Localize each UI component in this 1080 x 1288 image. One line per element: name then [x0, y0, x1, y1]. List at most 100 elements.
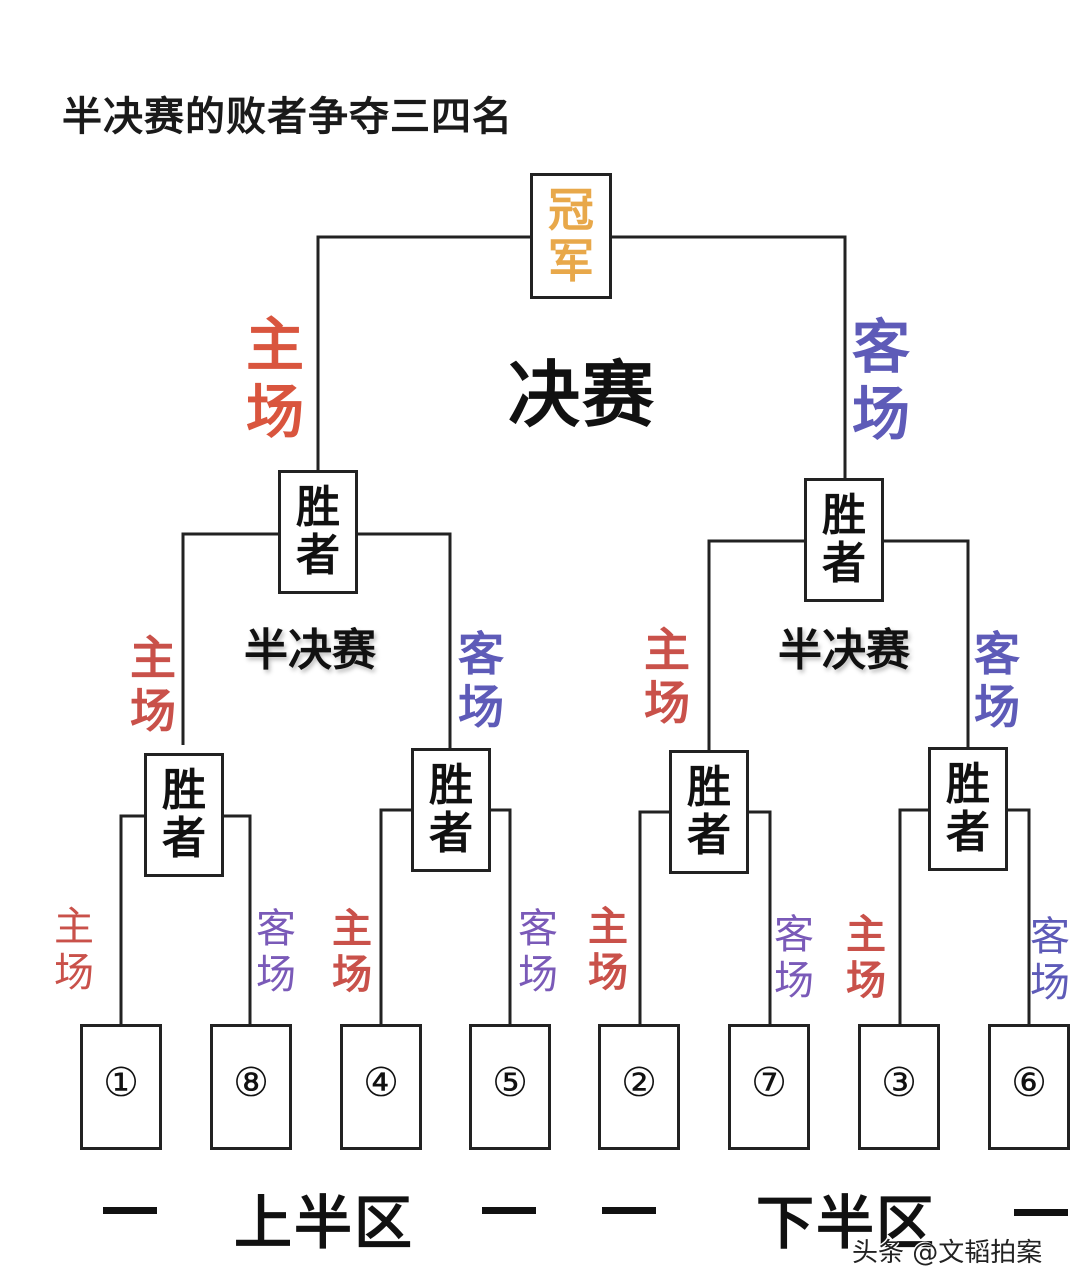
- semi-bracket-line-lower: [707, 539, 806, 750]
- lower-half-label: 下半区: [756, 1189, 937, 1257]
- qf-line: [490, 808, 512, 1026]
- semi-bracket-line-lower: [883, 539, 970, 747]
- winner-char: 者: [296, 530, 340, 581]
- qf-line: [898, 808, 928, 1026]
- page-title: 半决赛的败者争夺三四名: [62, 94, 513, 140]
- home-char: 主: [588, 904, 628, 950]
- home-char: 场: [332, 952, 372, 998]
- seed-box: ⑥: [988, 1024, 1070, 1150]
- qf-away-label: 客 场: [518, 906, 558, 998]
- winner-char: 者: [822, 538, 866, 589]
- home-char: 主: [644, 623, 690, 677]
- home-char: 场: [246, 377, 305, 446]
- winner-char: 胜: [946, 758, 990, 810]
- divider-dash: [602, 1207, 656, 1214]
- seed-number: ⑦: [751, 1060, 787, 1106]
- qf-line: [119, 814, 144, 1026]
- winner-char: 胜: [429, 759, 473, 811]
- final-label: 决赛: [508, 353, 657, 437]
- qf-home-label: 主 场: [332, 906, 372, 998]
- qf-home-label: 主 场: [588, 904, 628, 996]
- seed-number: ⑤: [492, 1060, 528, 1106]
- seed-number: ④: [363, 1060, 399, 1106]
- divider-dash: [482, 1207, 536, 1214]
- seed-box: ④: [340, 1024, 422, 1150]
- qf-line: [222, 814, 252, 1026]
- winner-char: 者: [687, 810, 731, 861]
- semi-winner-box-upper: 胜 者: [278, 470, 358, 594]
- seed-box: ③: [858, 1024, 940, 1150]
- qf-line: [638, 810, 669, 1026]
- divider-dash: [1014, 1209, 1068, 1216]
- winner-char: 胜: [162, 764, 206, 816]
- semi-away-label: 客 场: [458, 628, 504, 734]
- watermark: 头条 @文韬拍案: [852, 1238, 1043, 1268]
- seed-number: ⑥: [1011, 1060, 1047, 1106]
- final-bracket-line: [316, 235, 530, 472]
- semi-home-label: 主 场: [130, 632, 176, 738]
- winner-char: 胜: [296, 481, 340, 533]
- qf-away-label: 客 场: [774, 912, 814, 1004]
- qf-line: [748, 810, 772, 1026]
- home-char: 场: [846, 958, 886, 1004]
- seed-box: ①: [80, 1024, 162, 1150]
- semi-home-label: 主 场: [644, 624, 690, 730]
- upper-half-label: 上半区: [234, 1189, 415, 1257]
- winner-char: 胜: [687, 761, 731, 813]
- away-char: 场: [1030, 960, 1070, 1006]
- seed-box: ⑦: [728, 1024, 810, 1150]
- final-home-label: 主 场: [246, 312, 304, 445]
- away-char: 场: [974, 679, 1020, 734]
- qf-line: [379, 808, 412, 1026]
- qf-line: [1007, 808, 1031, 1026]
- away-char: 场: [852, 379, 911, 448]
- qf-winner-box: 胜 者: [411, 748, 491, 872]
- seed-number: ⑧: [233, 1060, 269, 1106]
- semi-bracket-line-upper: [357, 532, 452, 749]
- winner-char: 胜: [822, 489, 866, 541]
- qf-home-label: 主 场: [54, 904, 94, 996]
- home-char: 主: [846, 912, 886, 958]
- qf-home-label: 主 场: [846, 912, 886, 1004]
- qf-away-label: 客 场: [256, 906, 296, 998]
- qf-away-label: 客 场: [1030, 914, 1070, 1006]
- seed-number: ①: [103, 1060, 139, 1106]
- away-char: 客: [974, 627, 1020, 681]
- away-char: 场: [774, 958, 814, 1004]
- home-char: 主: [54, 904, 94, 950]
- away-char: 场: [458, 679, 504, 734]
- away-char: 场: [518, 952, 558, 998]
- semi-away-label: 客 场: [974, 628, 1020, 734]
- qf-winner-box: 胜 者: [928, 747, 1008, 871]
- seed-number: ②: [621, 1060, 657, 1106]
- seed-box: ⑤: [469, 1024, 551, 1150]
- champion-char: 冠: [548, 183, 594, 238]
- winner-char: 者: [946, 807, 990, 858]
- divider-dash: [103, 1207, 157, 1214]
- final-away-label: 客 场: [852, 314, 910, 447]
- champion-char: 军: [548, 234, 594, 288]
- winner-char: 者: [162, 813, 206, 864]
- away-char: 客: [518, 906, 558, 952]
- semi-label-lower: 半决赛: [778, 625, 910, 676]
- away-char: 客: [458, 627, 504, 681]
- seed-box: ②: [598, 1024, 680, 1150]
- home-char: 主: [332, 906, 372, 952]
- away-char: 客: [852, 313, 911, 381]
- seed-box: ⑧: [210, 1024, 292, 1150]
- qf-winner-box: 胜 者: [669, 750, 749, 874]
- home-char: 场: [644, 675, 690, 730]
- semi-bracket-line-upper: [181, 532, 278, 745]
- semi-label-upper: 半决赛: [244, 625, 376, 676]
- qf-winner-box: 胜 者: [144, 753, 224, 877]
- home-char: 主: [246, 311, 305, 379]
- home-char: 场: [54, 950, 94, 996]
- champion-box: 冠 军: [530, 173, 612, 299]
- semi-winner-box-lower: 胜 者: [804, 478, 884, 602]
- away-char: 场: [256, 952, 296, 998]
- away-char: 客: [774, 912, 814, 958]
- home-char: 主: [130, 631, 176, 685]
- winner-char: 者: [429, 808, 473, 859]
- away-char: 客: [1030, 914, 1070, 960]
